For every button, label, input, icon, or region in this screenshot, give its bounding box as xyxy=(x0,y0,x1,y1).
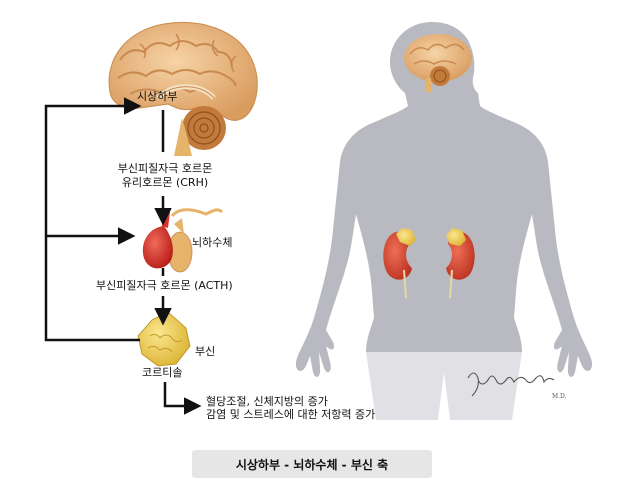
label-crh-line1: 부신피질자극 호르몬 xyxy=(117,162,213,175)
label-cortisol: 코르티솔 xyxy=(142,366,183,379)
svg-text:M.D.: M.D. xyxy=(552,393,567,400)
cerebellum-illustration xyxy=(174,106,226,156)
caption-box: 시상하부 - 뇌하수체 - 부신 축 xyxy=(192,450,432,478)
body-silhouette xyxy=(295,22,593,420)
brain-illustration xyxy=(108,21,258,121)
right-adrenal-gland xyxy=(446,228,466,246)
label-pituitary: 뇌하수체 xyxy=(192,236,233,249)
label-crh-line2: 유리호르몬 (CRH) xyxy=(121,176,209,189)
caption-text: 시상하부 - 뇌하수체 - 부신 축 xyxy=(235,457,389,472)
label-hypothalamus: 시상하부 xyxy=(137,90,178,103)
label-effect-line1: 혈당조절, 신체지방의 증가 xyxy=(206,395,328,408)
feedback-arrow-to-hypothalamus xyxy=(44,97,142,342)
artist-signature: M.D. xyxy=(467,372,567,400)
label-acth: 부신피질자극 호르몬 (ACTH) xyxy=(96,279,233,292)
arrow-cortisol-to-effects xyxy=(163,382,202,415)
left-adrenal-gland xyxy=(396,228,416,246)
arrows xyxy=(44,97,202,415)
mini-brain-icon xyxy=(404,34,472,92)
adrenal-gland-illustration xyxy=(137,311,191,367)
label-effect-line2: 감염 및 스트레스에 대한 저항력 증가 xyxy=(206,408,376,421)
label-adrenal: 부신 xyxy=(195,345,216,358)
